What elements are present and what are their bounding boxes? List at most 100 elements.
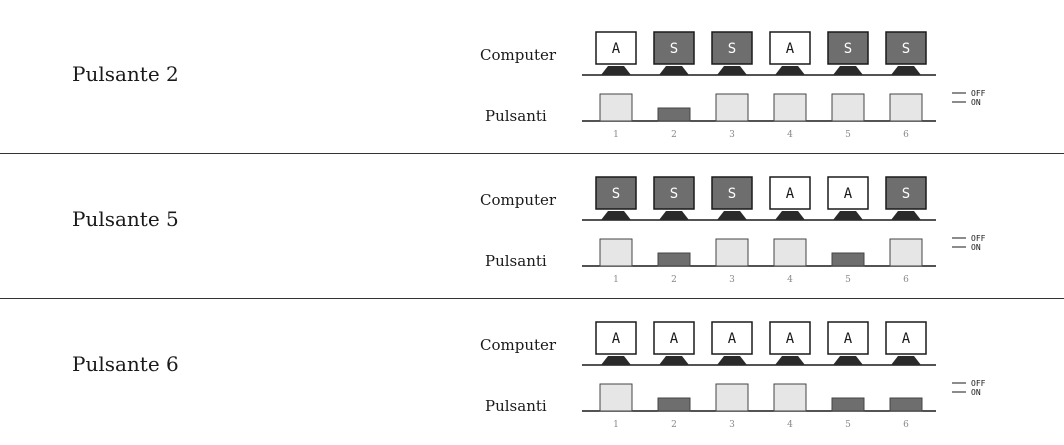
button-number: 1 <box>613 275 619 285</box>
legend-off-label: OFF <box>971 89 986 98</box>
monitor-screen <box>595 321 637 355</box>
button-number: 4 <box>787 420 793 430</box>
button-5 <box>831 252 865 267</box>
computer-state-label: S <box>728 186 736 202</box>
computer-row-label: Computer <box>480 336 557 354</box>
monitor-stand <box>891 66 921 75</box>
monitor-screen <box>885 176 927 210</box>
computer-3: S <box>711 31 753 75</box>
buttons-row-label: Pulsanti <box>485 107 547 125</box>
monitor-screen <box>769 31 811 65</box>
monitor-stand <box>717 66 747 75</box>
scenario-title: Pulsante 2 <box>72 62 179 86</box>
monitor-stand <box>601 356 631 365</box>
computer-6: A <box>885 321 927 365</box>
monitor-screen <box>595 176 637 210</box>
legend-on-label: ON <box>971 98 981 107</box>
computer-state-label: S <box>670 41 678 57</box>
monitor-screen <box>769 176 811 210</box>
monitor-stand <box>833 356 863 365</box>
monitor-stand <box>775 66 805 75</box>
button-5 <box>831 397 865 412</box>
monitor-stand <box>891 211 921 220</box>
monitor-stand <box>775 356 805 365</box>
monitor-screen <box>827 321 869 355</box>
monitor-screen <box>711 31 753 65</box>
computer-state-label: A <box>902 331 911 347</box>
button-number: 2 <box>671 130 677 140</box>
button-2 <box>657 107 691 122</box>
monitor-stand <box>717 356 747 365</box>
monitor-screen <box>769 321 811 355</box>
monitor-screen <box>885 31 927 65</box>
monitor-stand <box>833 66 863 75</box>
button-3 <box>715 238 749 267</box>
computer-6: S <box>885 176 927 220</box>
button-1 <box>599 238 633 267</box>
button-2 <box>657 397 691 412</box>
button-6 <box>889 238 923 267</box>
button-number: 3 <box>729 275 735 285</box>
computer-state-label: A <box>786 331 795 347</box>
computer-state-label: A <box>844 186 853 202</box>
computer-1: A <box>595 31 637 75</box>
monitor-screen <box>885 321 927 355</box>
computer-state-label: A <box>786 186 795 202</box>
computer-row-label: Computer <box>480 46 557 64</box>
row-separator <box>0 153 1064 154</box>
buttons-row-label: Pulsanti <box>485 397 547 415</box>
button-1 <box>599 93 633 122</box>
button-6 <box>889 397 923 412</box>
monitor-stand <box>891 356 921 365</box>
legend-on-label: ON <box>971 388 981 397</box>
computer-state-label: S <box>902 41 910 57</box>
computer-3: S <box>711 176 753 220</box>
computer-state-label: S <box>728 41 736 57</box>
computer-2: S <box>653 176 695 220</box>
monitor-stand <box>659 211 689 220</box>
button-number: 3 <box>729 130 735 140</box>
computer-state-label: S <box>902 186 910 202</box>
computer-row-label: Computer <box>480 191 557 209</box>
monitor-stand <box>659 356 689 365</box>
computer-state-label: A <box>612 331 621 347</box>
monitor-stand <box>601 66 631 75</box>
button-4 <box>773 383 807 412</box>
button-4 <box>773 93 807 122</box>
monitor-screen <box>827 176 869 210</box>
monitor-screen <box>653 31 695 65</box>
computer-1: A <box>595 321 637 365</box>
button-1 <box>599 383 633 412</box>
button-number: 5 <box>845 420 851 430</box>
button-number: 4 <box>787 275 793 285</box>
button-4 <box>773 238 807 267</box>
computer-2: A <box>653 321 695 365</box>
button-number: 6 <box>903 275 909 285</box>
button-number: 1 <box>613 420 619 430</box>
button-2 <box>657 252 691 267</box>
button-number: 6 <box>903 130 909 140</box>
computer-2: S <box>653 31 695 75</box>
monitor-stand <box>775 211 805 220</box>
buttons-row-label: Pulsanti <box>485 252 547 270</box>
button-5 <box>831 93 865 122</box>
computer-6: S <box>885 31 927 75</box>
button-number: 2 <box>671 275 677 285</box>
button-number: 4 <box>787 130 793 140</box>
button-number: 3 <box>729 420 735 430</box>
computer-state-label: A <box>670 331 679 347</box>
button-3 <box>715 383 749 412</box>
computer-state-label: S <box>670 186 678 202</box>
computer-5: A <box>827 321 869 365</box>
button-3 <box>715 93 749 122</box>
legend-on-label: ON <box>971 243 981 252</box>
monitor-stand <box>717 211 747 220</box>
computer-1: S <box>595 176 637 220</box>
button-number: 5 <box>845 130 851 140</box>
monitor-screen <box>653 176 695 210</box>
row-separator <box>0 298 1064 299</box>
computer-state-label: A <box>844 331 853 347</box>
